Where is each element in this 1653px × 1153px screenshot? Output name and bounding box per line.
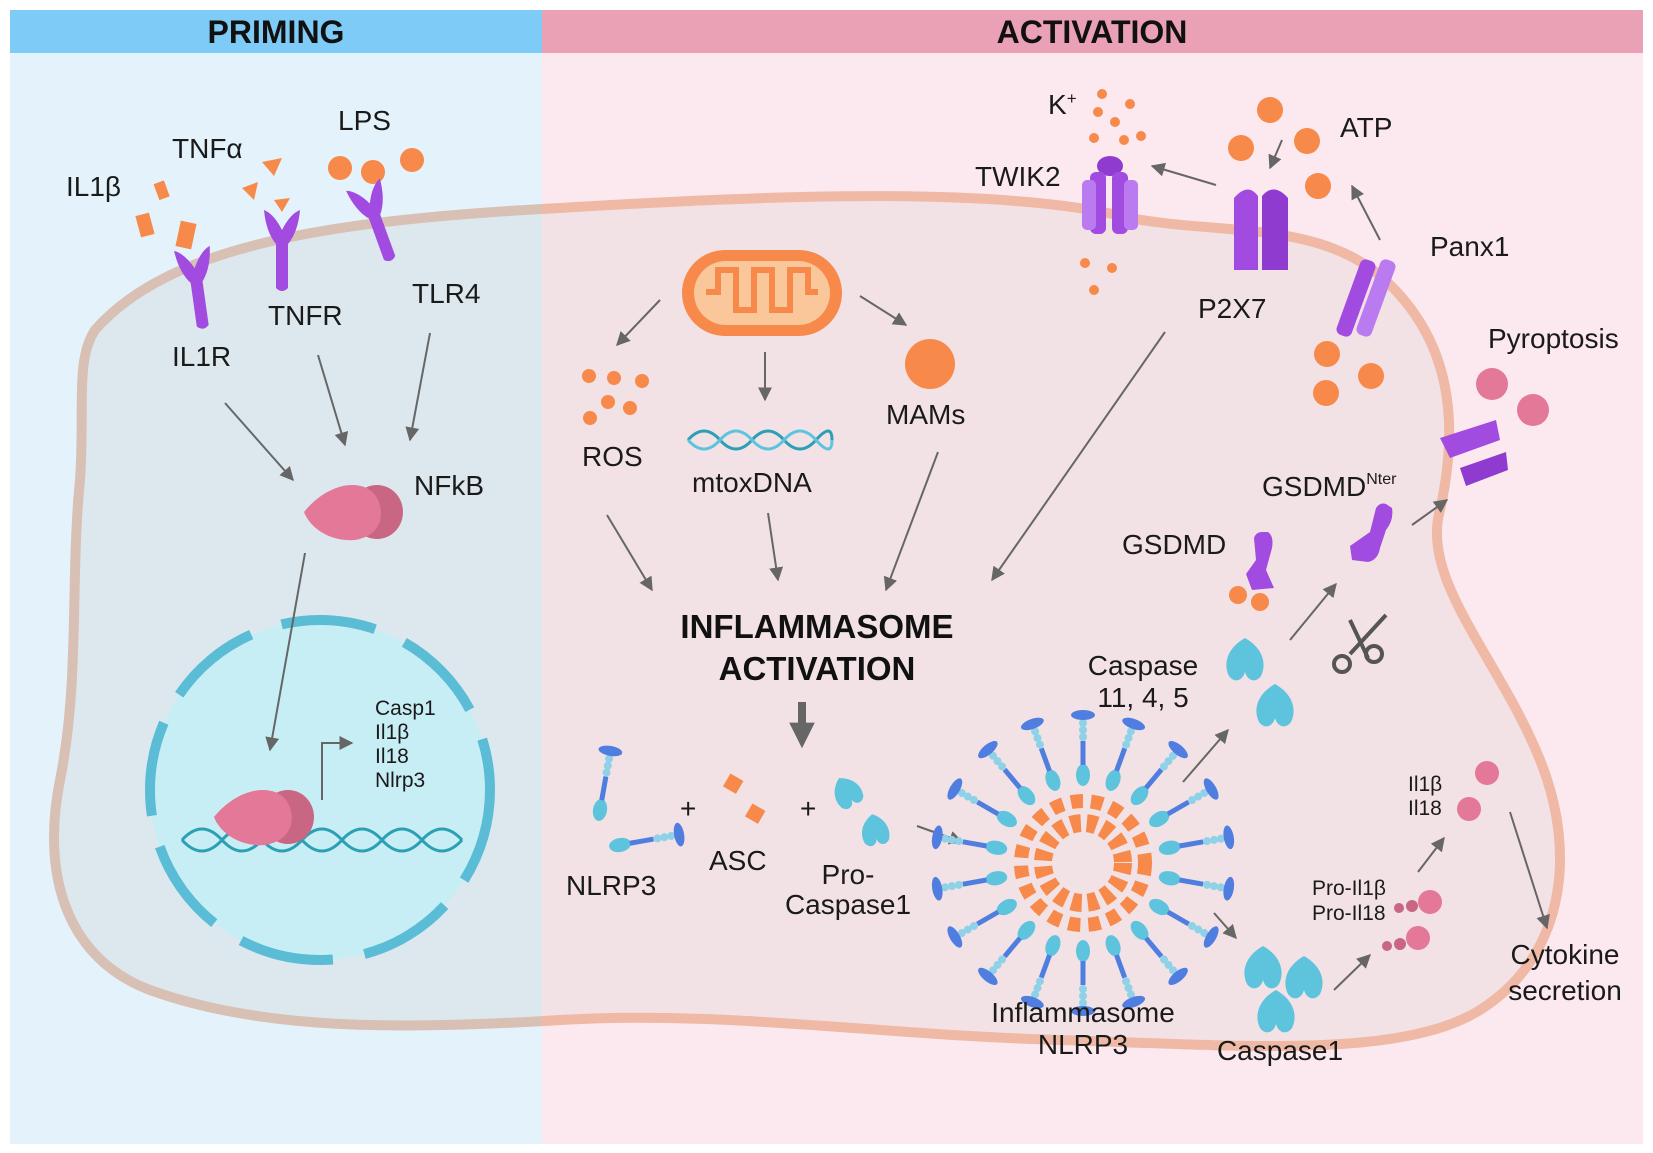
gene-casp1: Casp1 — [375, 697, 436, 720]
twik2-channel-icon — [1082, 156, 1138, 234]
arrow-caspase1-proil — [1333, 954, 1372, 991]
plus-sign-2: + — [800, 793, 816, 824]
dna-helix-nucleus — [180, 827, 464, 853]
atp-molecules — [1228, 97, 1331, 199]
nfkb-bound-dna-icon — [214, 790, 314, 846]
gene-il18: Il18 — [375, 745, 409, 768]
target-gene-list: Casp1 Il1β Il18 Nlrp3 — [375, 697, 436, 792]
mature-il-icon — [1457, 761, 1499, 821]
arrow-proil-il — [1417, 836, 1445, 873]
lps-label: LPS — [338, 105, 391, 136]
plus-sign-1: + — [680, 793, 696, 824]
pro-caspase1-label-2: Caspase1 — [785, 889, 911, 920]
tnfr-label: TNFR — [268, 300, 343, 331]
ros-particles — [582, 369, 649, 425]
inflammasome-activation-title-1: INFLAMMASOME — [680, 608, 953, 645]
p2x7-channel-icon — [1234, 189, 1288, 270]
tlr4-label: TLR4 — [412, 278, 480, 309]
gene-nlrp3: Nlrp3 — [375, 769, 425, 792]
ros-label: ROS — [582, 441, 643, 472]
arrow-p2x7-twik2 — [1150, 162, 1217, 186]
nfkb-label: NFkB — [414, 470, 484, 501]
il18-mature-label: Il18 — [1408, 797, 1442, 820]
arrow-tlr4-nfkb — [405, 332, 431, 442]
arrow-il1r-nfkb — [224, 402, 294, 482]
arrow-inflammasome-caspase1 — [1213, 912, 1237, 940]
arrow-caspase-gsdmd-cleavage — [1289, 582, 1337, 641]
panx1-channel-icon — [1336, 259, 1396, 337]
activation-title: ACTIVATION — [997, 14, 1188, 50]
potassium-label: K+ — [1048, 89, 1077, 120]
priming-header-bar — [10, 10, 542, 53]
mtoxdna-helix-icon — [686, 429, 834, 451]
gsdmd-label: GSDMD — [1122, 529, 1226, 560]
lps-ligands — [328, 148, 424, 184]
inflammasome-label-1: Inflammasome — [991, 997, 1175, 1028]
atp-released-inside — [1313, 341, 1384, 406]
pro-caspase1-label-1: Pro- — [822, 859, 875, 890]
arrow-atp-p2x7 — [1268, 139, 1283, 170]
caspase-11-label-1: Caspase — [1088, 650, 1199, 681]
pro-il-icon — [1382, 890, 1442, 951]
scissors-icon — [1332, 613, 1388, 674]
nfkb-icon — [304, 485, 403, 541]
cytokine-label-2: secretion — [1508, 975, 1622, 1006]
arrow-mtoxdna-inflammasome — [767, 512, 784, 582]
cell-membrane-right — [542, 191, 1565, 1052]
cell-membrane-left — [49, 203, 542, 1031]
activation-header-bar — [542, 10, 1643, 53]
pro-il1b-label: Pro-Il1β — [1312, 877, 1386, 900]
arrow-mito-mams — [859, 295, 908, 326]
arrow-gsdmd-pyroptosis — [1411, 499, 1449, 526]
mams-icon — [905, 339, 955, 389]
il1b-mature-label: Il1β — [1408, 773, 1442, 796]
p2x7-label: P2X7 — [1198, 293, 1267, 324]
cell-body-activation — [542, 196, 1560, 1047]
arrow-il-cytokine — [1509, 811, 1550, 930]
il1b-label: IL1β — [66, 171, 121, 202]
atp-label: ATP — [1340, 112, 1392, 143]
pro-il18-label: Pro-Il18 — [1312, 902, 1386, 925]
arrow-nfkb-nucleus — [265, 552, 306, 752]
potassium-ions-outside — [1089, 89, 1146, 145]
pyroptosis-label: Pyroptosis — [1488, 323, 1619, 354]
cytokine-label-1: Cytokine — [1511, 939, 1620, 970]
mams-label: MAMs — [886, 399, 965, 430]
transcription-arrow — [321, 736, 354, 800]
arrow-ros-inflammasome — [606, 514, 653, 592]
gene-il1b: Il1β — [375, 721, 409, 744]
il1r-label: IL1R — [172, 341, 231, 372]
arrow-mito-ros — [616, 299, 661, 347]
mitochondrion-icon — [682, 250, 842, 336]
inflammasome-activation-title-2: ACTIVATION — [719, 650, 916, 687]
arrow-inflammasome-caspase11 — [1182, 728, 1229, 783]
arrow-p2x7-inflammasome — [991, 331, 1166, 582]
nucleus — [145, 615, 495, 965]
nlrp3-component-label: NLRP3 — [566, 870, 656, 901]
gsdmd-icon — [1229, 532, 1274, 611]
tnfa-label: TNFα — [172, 133, 243, 164]
il1b-ligands — [135, 180, 197, 250]
mtoxdna-label: mtoxDNA — [692, 467, 812, 498]
priming-title: PRIMING — [208, 14, 345, 50]
caspase1-label: Caspase1 — [1217, 1035, 1343, 1066]
caspase-11-label-2: 11, 4, 5 — [1097, 682, 1188, 713]
arrow-mams-inflammasome — [883, 451, 939, 592]
arrow-tnfr-nfkb — [317, 354, 349, 447]
gsdmd-nter-label: GSDMDNter — [1262, 471, 1397, 502]
asc-label: ASC — [709, 845, 767, 876]
arrow-panx1-atp — [1351, 184, 1381, 241]
gsdmd-nter-icon — [1350, 503, 1393, 562]
asc-icon — [722, 773, 766, 824]
twik2-label: TWIK2 — [975, 161, 1061, 192]
potassium-ions-inside — [1080, 258, 1117, 295]
tnfa-ligands — [242, 158, 290, 212]
panx1-label: Panx1 — [1430, 231, 1509, 262]
inflammasome-nlrp3-complex-icon — [930, 710, 1236, 1016]
pyroptosis-pore-icon — [1440, 368, 1549, 486]
inflammasome-label-2: NLRP3 — [1038, 1029, 1128, 1060]
